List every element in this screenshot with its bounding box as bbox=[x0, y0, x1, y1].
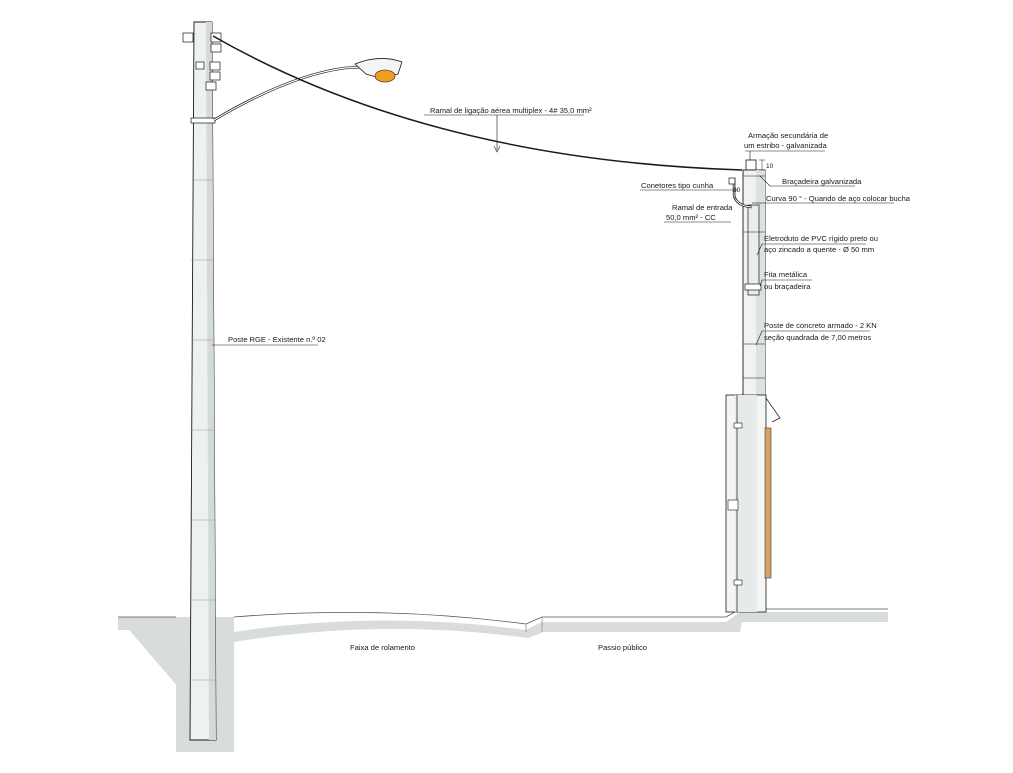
lamp-bulb-icon bbox=[374, 69, 396, 83]
rge-pole bbox=[182, 21, 403, 741]
sidewalk-curb-line bbox=[525, 617, 543, 632]
label-poste-concreto-line2: seção quadrada de 7,00 metros bbox=[764, 333, 871, 342]
label-eletroduto-line2: aço zincado a quente - Ø 50 mm bbox=[764, 245, 874, 254]
label-eletroduto-line1: Eletroduto de PVC rígido preto ou bbox=[764, 234, 878, 243]
label-passeio-publico: Passio público bbox=[598, 643, 647, 652]
meter-box bbox=[725, 394, 781, 613]
meter-box-door-wood bbox=[764, 427, 772, 579]
dimension-10 bbox=[759, 159, 765, 171]
service-drop-cable bbox=[212, 35, 743, 171]
ground-section bbox=[118, 608, 888, 752]
label-armacao-line2: um estribo - galvanizada bbox=[744, 141, 828, 150]
label-bracadeira: Braçadeira galvanizada bbox=[782, 177, 862, 186]
label-fita-line1: Fita metálica bbox=[764, 270, 808, 279]
pole-clamp-band bbox=[190, 117, 216, 124]
label-curva: Curva 90 ° - Quando de aço colocar bucha bbox=[766, 194, 911, 203]
dim-10-label: 10 bbox=[766, 163, 774, 170]
label-ramal-entrada-line1: Ramal de entrada bbox=[672, 203, 733, 212]
wedge-connector-icon bbox=[728, 177, 736, 185]
top-bracket bbox=[745, 159, 757, 171]
metal-strap bbox=[744, 283, 762, 291]
label-ramal-entrada-line2: 50,0 mm² - CC bbox=[666, 213, 716, 222]
dim-30-label: 30 bbox=[733, 187, 741, 194]
label-conetores: Conetores tipo cunha bbox=[641, 181, 714, 190]
meter-box-latch bbox=[727, 499, 739, 511]
rge-pole-shadow bbox=[206, 22, 216, 740]
label-faixa-rolamento: Faixa de rolamento bbox=[350, 643, 415, 652]
label-armacao-line1: Armação secundária de bbox=[748, 131, 828, 140]
label-poste-concreto-line1: Poste de concreto armado - 2 KN bbox=[764, 321, 877, 330]
label-fita-line2: ou braçadeira bbox=[764, 282, 811, 291]
meter-box-roof bbox=[765, 397, 781, 423]
label-ramal-ligacao: Ramal de ligação aérea multiplex - 4# 35… bbox=[430, 106, 592, 115]
label-poste-rge: Poste RGE - Existente n.º 02 bbox=[228, 335, 326, 344]
pvc-conduit bbox=[747, 204, 760, 296]
